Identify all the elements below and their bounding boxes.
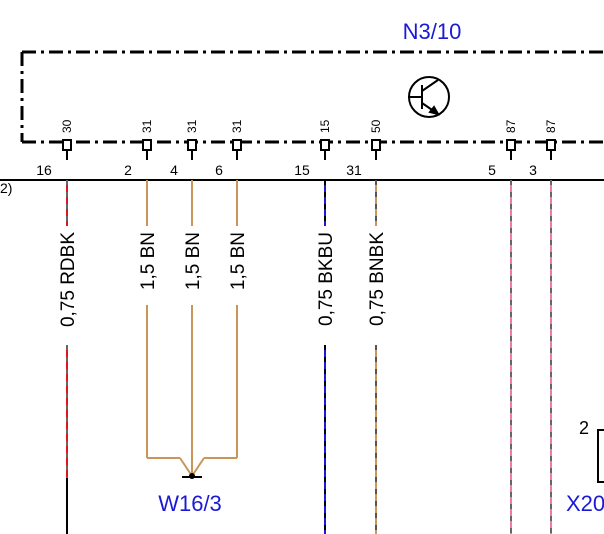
wire-8: 87 3 xyxy=(529,119,558,534)
terminal-box xyxy=(142,139,152,151)
wire-label: 1,5 BN xyxy=(228,232,249,290)
pin-number: 31 xyxy=(346,162,362,178)
pin-number: 4 xyxy=(170,162,178,178)
terminal-label: 87 xyxy=(544,119,558,133)
terminal-label: 50 xyxy=(369,119,383,133)
wire-label: 1,5 BN xyxy=(183,232,204,290)
terminal-label: 31 xyxy=(140,119,154,133)
wire-7: 87 5 xyxy=(488,119,518,534)
connector-right-pin: 2 xyxy=(579,418,589,438)
terminal-box xyxy=(232,139,242,151)
pin-number: 15 xyxy=(294,162,310,178)
left-edge-label: 2) xyxy=(0,180,12,196)
splice xyxy=(146,305,238,477)
wire-label: 0,75 RDBK xyxy=(58,232,79,327)
connector-right-label: X20 xyxy=(566,491,604,516)
terminal-label: 31 xyxy=(185,119,199,133)
wire-label: 0,75 BKBU xyxy=(316,232,337,326)
terminal-label: 31 xyxy=(230,119,244,133)
wire-label: 1,5 BN xyxy=(138,232,159,290)
terminal-box xyxy=(62,139,72,151)
terminal-box xyxy=(320,139,330,151)
pin-number: 16 xyxy=(36,162,52,178)
terminal-label: 87 xyxy=(504,119,518,133)
pin-number: 5 xyxy=(488,162,496,178)
terminal-box xyxy=(187,139,197,151)
pin-number: 6 xyxy=(215,162,223,178)
wire-1: 30 16 0,75 RDBK xyxy=(36,119,79,534)
terminal-box xyxy=(546,139,556,151)
splice-label: W16/3 xyxy=(158,491,222,516)
component-box xyxy=(20,50,604,144)
wire-3: 31 4 1,5 BN xyxy=(170,119,204,290)
wire-2: 31 2 1,5 BN xyxy=(124,119,159,290)
wire-6: 50 31 0,75 BNBK xyxy=(346,119,388,534)
pin-number: 3 xyxy=(529,162,537,178)
terminal-box xyxy=(506,139,516,151)
component-label: N3/10 xyxy=(403,19,462,44)
connector-right-bracket xyxy=(597,429,604,483)
terminal-label: 30 xyxy=(60,119,74,133)
wires: 30 16 0,75 RDBK 31 2 1,5 BN 31 4 1,5 BN 31 6 1,5 BN… xyxy=(36,119,558,534)
terminal-box xyxy=(371,139,381,151)
pin-number: 2 xyxy=(124,162,132,178)
terminal-label: 15 xyxy=(318,119,332,133)
wire-4: 31 6 1,5 BN xyxy=(215,119,249,290)
wire-label: 0,75 BNBK xyxy=(367,232,388,326)
transistor-icon xyxy=(408,76,450,118)
wire-5: 15 15 0,75 BKBU xyxy=(294,119,337,534)
